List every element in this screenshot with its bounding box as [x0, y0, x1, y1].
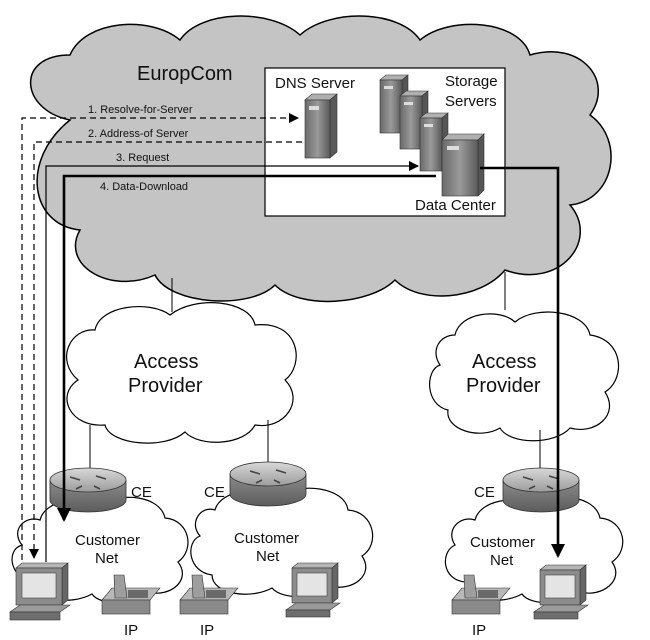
ce-label-1: CE — [131, 484, 152, 501]
access-provider-cloud-right — [428, 311, 620, 442]
customer-net-1-line2: Net — [95, 550, 119, 567]
access-provider-right-line2: Provider — [466, 375, 541, 397]
ce-router-icon-2 — [229, 461, 307, 507]
ip-label-1: IP — [124, 622, 138, 639]
dns-server-icon — [304, 93, 338, 159]
workstation-icon-middle — [285, 562, 341, 618]
customer-net-2-line1: Customer — [234, 530, 299, 547]
flow-3-label: 3. Request — [116, 152, 169, 164]
storage-label-line1: Storage — [445, 73, 498, 90]
ip-phone-icon-1 — [101, 574, 161, 615]
flow-3-request-arrow — [45, 161, 419, 562]
flow-2-address-arrow — [29, 141, 302, 559]
flow-1-label: 1. Resolve-for-Server — [88, 104, 193, 116]
dns-server-label: DNS Server — [275, 75, 355, 92]
flow-2-label: 2. Address-of Server — [88, 128, 189, 140]
workstation-icon-right — [533, 564, 589, 620]
flow-4-download-arrow-left — [57, 174, 436, 522]
ip-label-3: IP — [472, 622, 486, 639]
ce-router-icon-1 — [49, 467, 127, 513]
ce-label-3: CE — [474, 484, 495, 501]
ip-phone-icon-2 — [179, 574, 239, 615]
customer-net-1-line1: Customer — [75, 532, 140, 549]
ip-label-2: IP — [200, 622, 214, 639]
access-provider-cloud-left — [66, 302, 297, 444]
storage-servers-icon — [379, 74, 485, 197]
storage-label-line2: Servers — [445, 93, 497, 110]
access-provider-left-line1: Access — [134, 351, 198, 373]
customer-net-2-line2: Net — [256, 548, 280, 565]
europcom-label: EuropCom — [137, 63, 233, 85]
customer-net-3-line2: Net — [490, 552, 514, 569]
flow-4-label: 4. Data-Download — [100, 181, 188, 193]
customer-net-3-line1: Customer — [470, 534, 535, 551]
flow-1-resolve-arrow — [21, 113, 299, 560]
flow-4-download-arrow-right — [480, 166, 565, 558]
ce-router-icon-3 — [502, 467, 580, 513]
access-provider-left-line2: Provider — [128, 375, 203, 397]
workstation-icon-left — [9, 562, 71, 621]
data-center-label: Data Center — [415, 197, 496, 214]
ce-label-2: CE — [204, 484, 225, 501]
ip-phone-icon-3 — [451, 574, 511, 615]
access-provider-right-line1: Access — [472, 351, 536, 373]
